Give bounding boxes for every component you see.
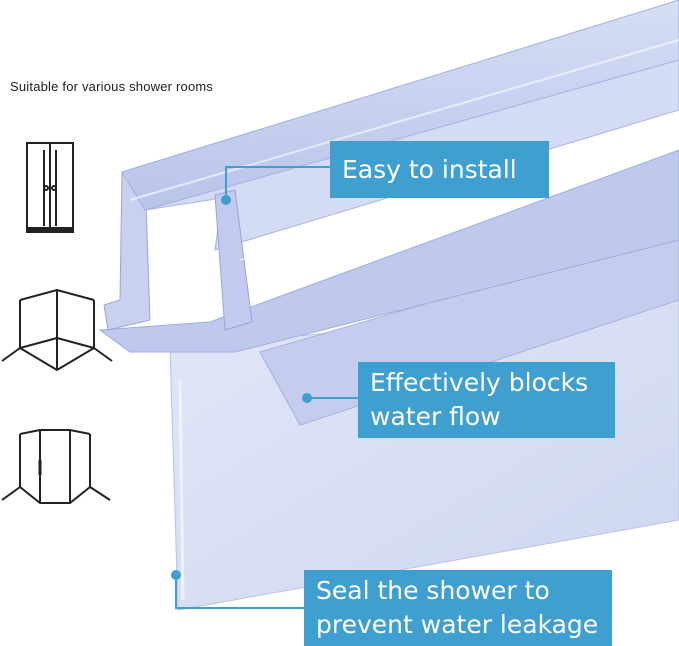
callout-leaders: [171, 166, 358, 609]
easy-install-label: Easy to install: [342, 154, 517, 184]
blocks-water-line1: Effectively blocks: [370, 368, 589, 397]
shower-rooms-caption: Suitable for various shower rooms: [10, 79, 214, 94]
seal-shower-callout: Seal the shower to prevent water leakage: [304, 570, 612, 646]
corner-shower-icon: [1, 288, 113, 372]
blocks-water-callout: Effectively blocks water flow: [358, 362, 615, 438]
double-door-shower-icon: [26, 142, 74, 233]
easy-install-callout: Easy to install: [330, 141, 549, 198]
blocks-water-line2: water flow: [370, 402, 501, 431]
seal-shower-line2: prevent water leakage: [316, 610, 599, 639]
shower-seal-strip: [98, 0, 679, 611]
seal-shower-line1: Seal the shower to: [316, 576, 550, 605]
angled-corner-shower-icon: [1, 429, 111, 504]
